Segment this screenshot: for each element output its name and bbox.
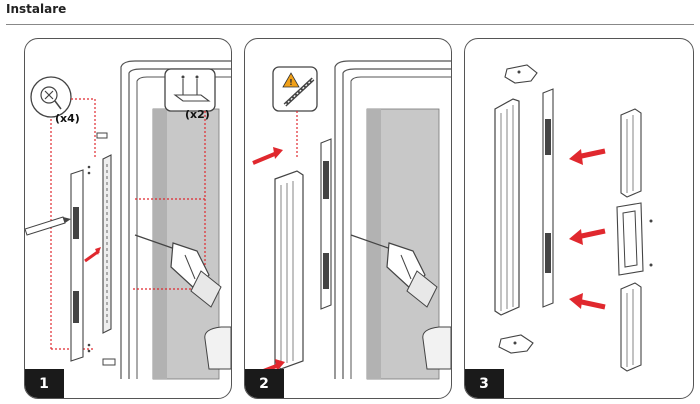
title-divider	[6, 24, 694, 25]
warning-icon: !	[272, 66, 318, 112]
step-3-panel: 3	[464, 38, 694, 399]
bracket-icon	[164, 68, 216, 112]
step-number-badge: 2	[245, 369, 284, 398]
page-title: Instalare	[6, 2, 67, 16]
step-number-badge: 1	[25, 369, 64, 398]
step-1-panel: (x4) (x2) 1	[24, 38, 232, 399]
screws-qty-label: (x4)	[55, 112, 80, 125]
drill-icon	[350, 234, 438, 308]
svg-text:!: !	[289, 78, 293, 87]
step-2-illustration: !	[252, 60, 451, 380]
step-2-panel: ! 2	[244, 38, 452, 399]
drill-icon	[134, 234, 222, 308]
step-1-illustration	[25, 60, 231, 380]
step-number-badge: 3	[465, 369, 504, 398]
screw-icon	[30, 76, 72, 118]
pencil-icon	[25, 216, 71, 236]
step-3-illustration	[494, 64, 653, 372]
brackets-qty-label: (x2)	[185, 108, 210, 121]
